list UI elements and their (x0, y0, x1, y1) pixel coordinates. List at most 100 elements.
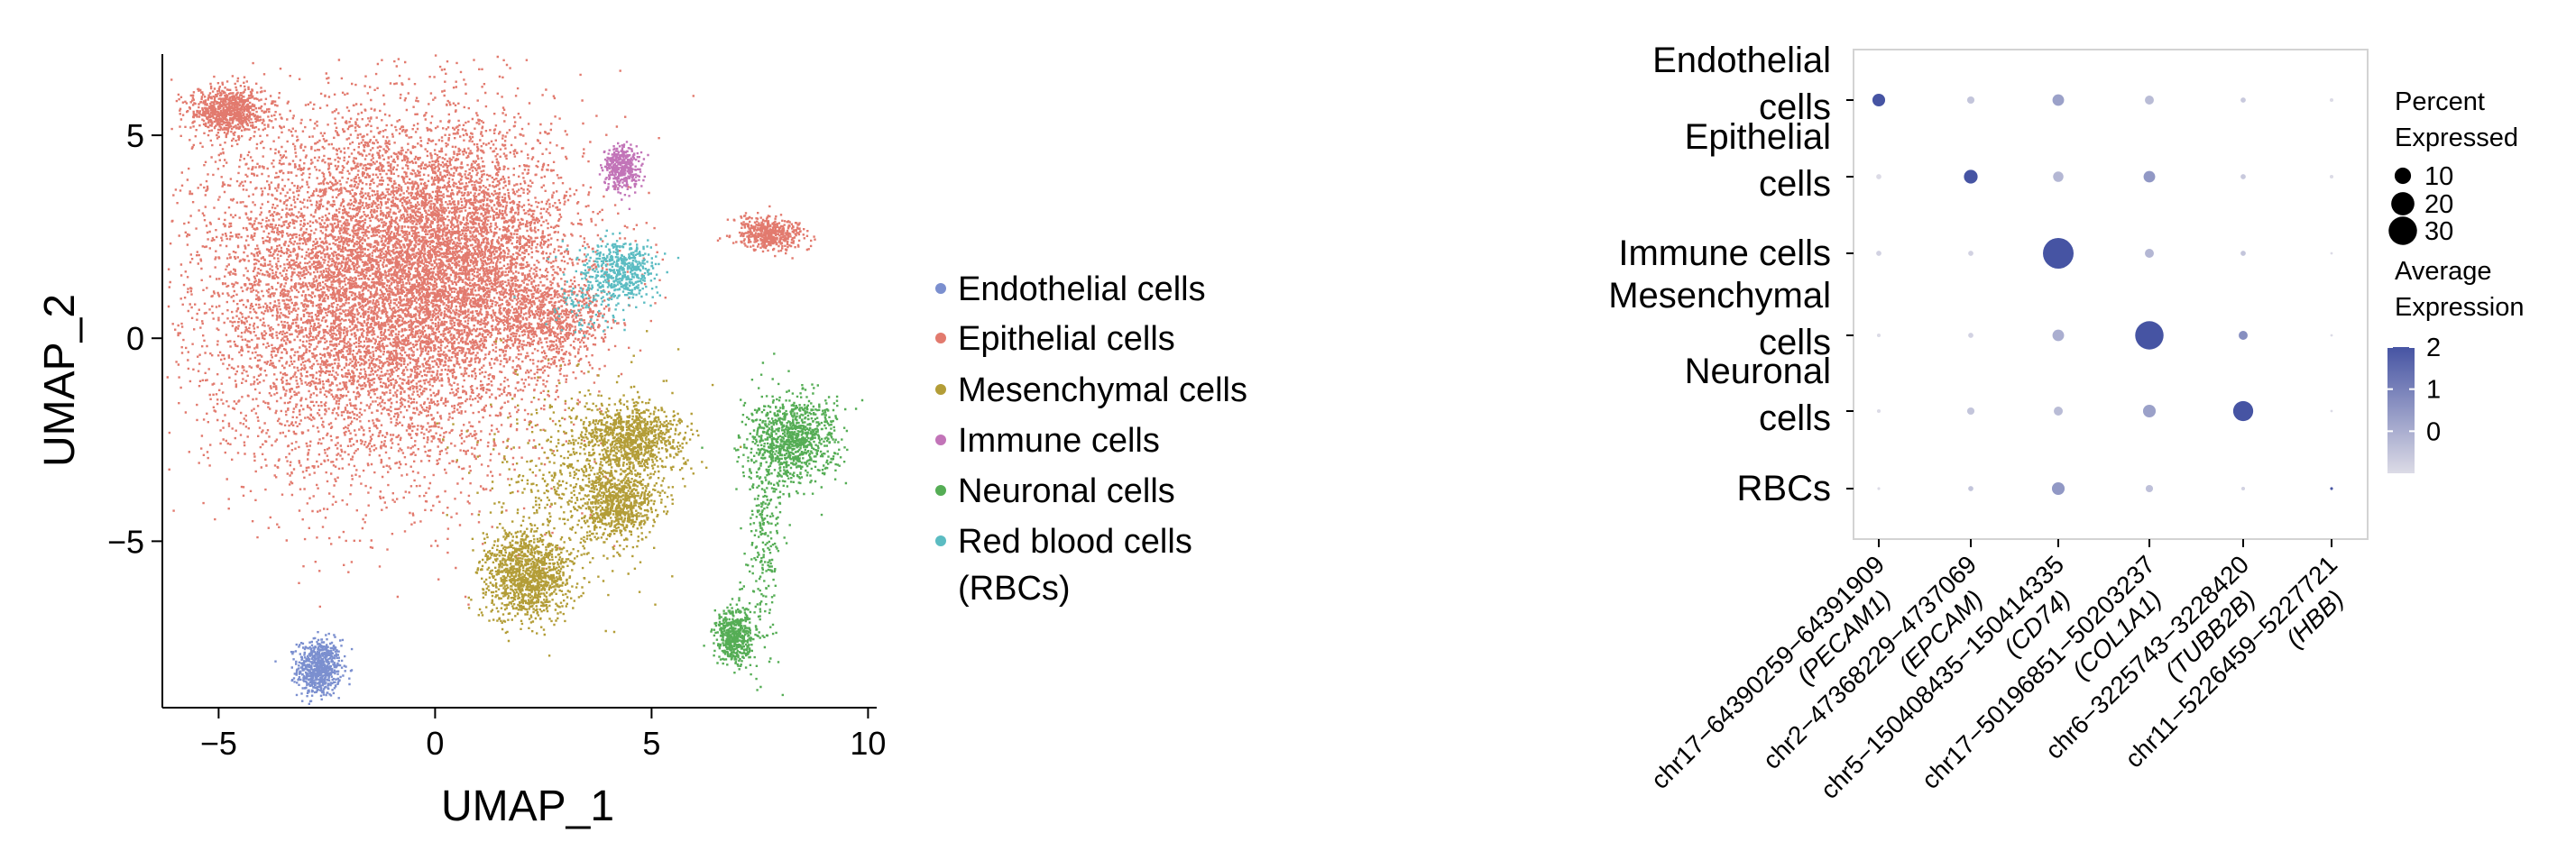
umap-points-series-1 (166, 54, 816, 609)
average-expression-label: 0 (2426, 417, 2441, 446)
umap-x-tick-label: 0 (426, 725, 444, 762)
dot-plot-y-label: Immune cells (1618, 233, 1831, 273)
dot-plot-dot (1876, 408, 1881, 414)
umap-chart: −5 0 5 10 5 0 −5 UMAP_1 UMAP_2 Endothelial ce… (36, 54, 1247, 830)
dot-plot-dot (2329, 174, 2334, 179)
umap-legend-label: Endothelial cells (958, 270, 1206, 308)
dot-plot-dot (2232, 400, 2254, 422)
umap-points-series-0 (274, 631, 354, 705)
average-expression-label: 1 (2426, 376, 2441, 405)
umap-legend-swatch (935, 485, 946, 496)
dot-plot-dot (2240, 174, 2246, 179)
dot-plot-dot (2330, 409, 2333, 413)
dot-plot-y-label: RBCs (1737, 469, 1831, 508)
umap-y-axis-label: UMAP_2 (36, 294, 84, 467)
umap-legend-swatch (935, 283, 946, 294)
dot-plot-dot (2052, 94, 2065, 106)
umap-legend-label: Immune cells (958, 422, 1160, 460)
dot-plot-dot (2053, 171, 2064, 182)
percent-expressed-legend-label: 10 (2424, 162, 2453, 191)
umap-series-1 (166, 54, 816, 609)
umap-legend-swatch (935, 535, 946, 546)
dot-plot-dot (2329, 97, 2334, 103)
umap-series-5 (513, 229, 680, 337)
umap-x-tick-label: 5 (642, 725, 660, 762)
umap-x-tick-label: −5 (200, 725, 237, 762)
average-expression-label: 2 (2426, 334, 2441, 362)
dot-plot-dot (2330, 334, 2333, 337)
dot-plot-dot (2051, 481, 2065, 496)
dot-plot-dot (2054, 407, 2063, 416)
umap-y-tick-label: −5 (107, 523, 144, 560)
dot-plot-dot (2330, 487, 2333, 490)
percent-expressed-legend-dot (2388, 216, 2417, 245)
percent-expressed-legend-label: 20 (2424, 190, 2453, 219)
dot-plot-dots (1872, 93, 2334, 496)
umap-legend-label: Red blood cells(RBCs) (958, 523, 1192, 608)
umap-legend-swatch (935, 384, 946, 395)
dot-plot-dot (2330, 252, 2333, 255)
umap-x-ticks: −5 0 5 10 (200, 708, 886, 762)
umap-points-series-3 (598, 141, 649, 210)
dot-plot-dot (2145, 249, 2154, 258)
dot-plot-dot (2145, 484, 2154, 493)
dot-plot-dot (1968, 486, 1973, 491)
umap-points-series-2 (436, 330, 742, 657)
percent-expressed-legend-dot (2394, 167, 2412, 185)
dot-plot-dot (2043, 238, 2074, 269)
dot-plot-dot (1876, 251, 1881, 256)
umap-points-series-4 (701, 352, 864, 697)
umap-legend-swatch (935, 333, 946, 343)
dot-plot-dot (2239, 331, 2248, 340)
dot-plot-dot (2052, 329, 2065, 342)
umap-y-ticks: 5 0 −5 (107, 117, 162, 560)
dot-plot-dot (1876, 174, 1881, 179)
umap-legend-swatch (935, 435, 946, 445)
umap-x-axis-label: UMAP_1 (441, 782, 614, 830)
dot-plot-dot (2240, 97, 2246, 103)
umap-legend-label: Mesenchymal cells (958, 371, 1247, 409)
percent-expressed-legend-dot (2391, 192, 2415, 215)
dot-plot-x-labels: chr17−64390259−64391909(PECAM1)chr2−4736… (1645, 539, 2349, 814)
umap-series-0 (274, 631, 354, 705)
umap-series-2 (436, 330, 742, 657)
dot-plot-dot (1968, 251, 1973, 256)
dot-plot-dot (1964, 169, 1978, 184)
umap-series-4 (701, 352, 864, 697)
umap-y-tick-label: 0 (126, 320, 144, 357)
dot-plot-dot (1966, 407, 1975, 416)
dot-plot-x-label: chr17−64390259−64391909(PECAM1) (1645, 550, 1909, 814)
dot-plot-dot (2145, 96, 2154, 105)
umap-points-series-5 (513, 229, 680, 337)
dot-plot-dot (1877, 487, 1881, 490)
umap-series-3 (598, 141, 649, 210)
percent-expressed-legend-label: 30 (2424, 217, 2453, 246)
dot-plot-panel (1853, 49, 2369, 540)
average-expression-colorbar (2387, 347, 2415, 473)
dot-plot-dot (2240, 251, 2246, 256)
dot-plot-dot (2142, 404, 2157, 418)
umap-x-tick-label: 10 (850, 725, 886, 762)
umap-legend-label: Epithelial cells (958, 320, 1175, 358)
dot-plot-dot (1968, 333, 1973, 338)
dot-plot-dot (2240, 486, 2246, 491)
dot-plot-dot (1876, 333, 1881, 338)
umap-y-tick-label: 5 (126, 117, 144, 154)
dot-plot-dot (1966, 96, 1975, 105)
umap-points (166, 54, 864, 705)
dot-plot-dot (1872, 93, 1886, 107)
umap-legend-label: Neuronal cells (958, 472, 1175, 510)
dot-plot-dot (2135, 321, 2164, 350)
